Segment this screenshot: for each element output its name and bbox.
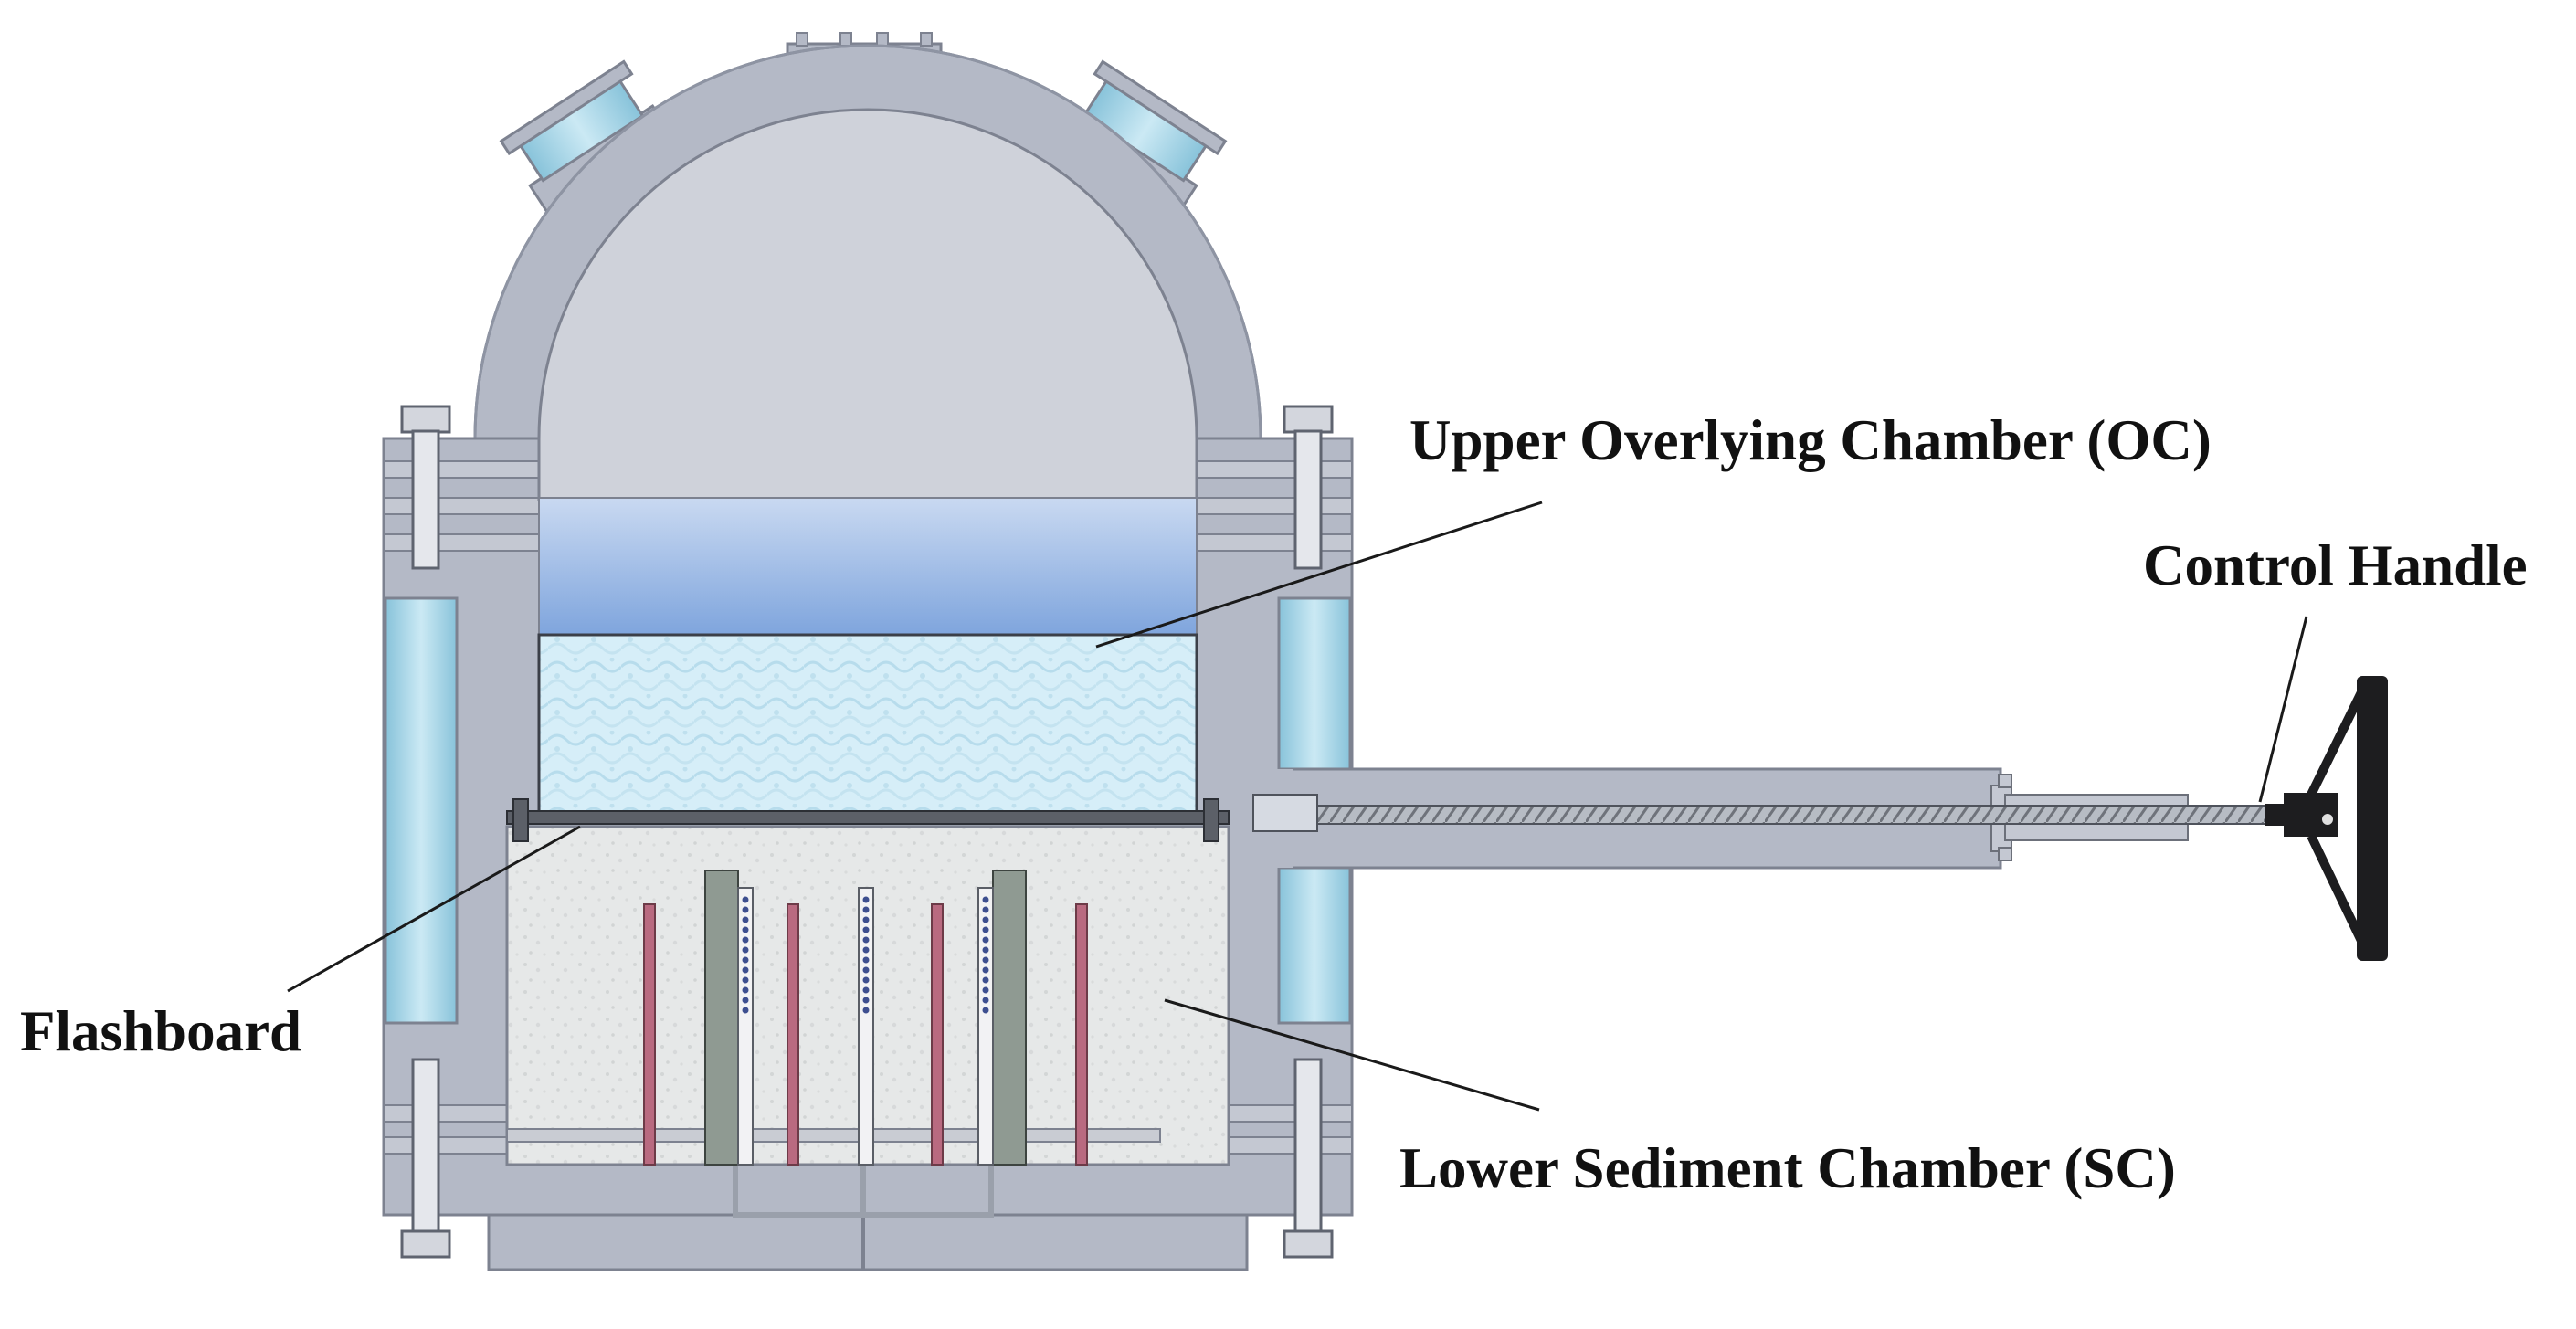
red-probe bbox=[787, 903, 799, 1166]
pore-dot bbox=[862, 926, 870, 933]
pore-dot bbox=[982, 896, 989, 903]
porous-sampler bbox=[737, 887, 754, 1166]
pore-dot bbox=[742, 896, 749, 903]
overlying-water bbox=[538, 497, 1198, 636]
pore-dot bbox=[862, 997, 870, 1004]
pore-dot bbox=[862, 936, 870, 944]
pore-dot bbox=[862, 906, 870, 913]
pore-dot bbox=[742, 936, 749, 944]
pore-dot bbox=[982, 916, 989, 923]
pore-dot bbox=[982, 956, 989, 964]
pore-dot bbox=[742, 997, 749, 1004]
red-probe bbox=[931, 903, 944, 1166]
pore-dot bbox=[982, 926, 989, 933]
pore-dot bbox=[982, 997, 989, 1004]
red-probe bbox=[643, 903, 656, 1166]
grey-tube bbox=[992, 870, 1027, 1166]
pore-dot bbox=[982, 966, 989, 974]
bottom-pipe bbox=[506, 1128, 1161, 1143]
outlet-manifold bbox=[733, 1165, 994, 1218]
label-flashboard: Flashboard bbox=[20, 999, 301, 1063]
pore-dot bbox=[742, 986, 749, 994]
pore-dot bbox=[742, 916, 749, 923]
pore-dot bbox=[862, 916, 870, 923]
porous-sampler bbox=[858, 887, 874, 1166]
pore-dot bbox=[862, 986, 870, 994]
label-upper-chamber: Upper Overlying Chamber (OC) bbox=[1409, 408, 2212, 472]
pore-dot bbox=[982, 976, 989, 984]
pore-dot bbox=[742, 956, 749, 964]
pore-dot bbox=[862, 956, 870, 964]
pore-dot bbox=[862, 976, 870, 984]
vessel-base bbox=[487, 1213, 1249, 1271]
pore-dot bbox=[742, 966, 749, 974]
pore-dot bbox=[982, 986, 989, 994]
control-handle[interactable] bbox=[2265, 676, 2388, 961]
pore-dot bbox=[982, 946, 989, 954]
leader-lines bbox=[287, 501, 2308, 1112]
pore-dot bbox=[862, 1007, 870, 1014]
pore-dot bbox=[742, 926, 749, 933]
label-lower-chamber: Lower Sediment Chamber (SC) bbox=[1399, 1136, 2176, 1200]
pore-dot bbox=[862, 946, 870, 954]
pore-dot bbox=[982, 936, 989, 944]
red-probe bbox=[1075, 903, 1088, 1166]
flashboard bbox=[506, 798, 1230, 842]
porous-sampler bbox=[977, 887, 994, 1166]
pore-dot bbox=[862, 896, 870, 903]
label-control-handle: Control Handle bbox=[2143, 533, 2528, 597]
sampler-pores bbox=[742, 896, 989, 1014]
pore-dot bbox=[742, 906, 749, 913]
left-side-window bbox=[384, 596, 459, 1025]
sampling-probes bbox=[643, 870, 1088, 1166]
threaded-screw bbox=[1316, 805, 2268, 825]
grey-tube bbox=[704, 870, 739, 1166]
pore-dot bbox=[742, 946, 749, 954]
pore-dot bbox=[982, 1007, 989, 1014]
pore-dot bbox=[982, 906, 989, 913]
flange-bolts bbox=[400, 405, 1334, 1259]
overlying-chamber bbox=[537, 633, 1198, 815]
pore-dot bbox=[742, 976, 749, 984]
pore-dot bbox=[742, 1007, 749, 1014]
pore-dot bbox=[862, 966, 870, 974]
